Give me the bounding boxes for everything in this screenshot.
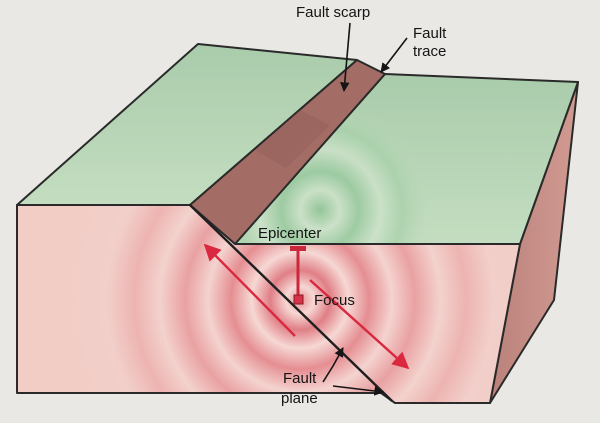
fault-scarp-label: Fault scarp <box>296 4 370 21</box>
fault-scarp-pointer <box>339 22 351 92</box>
epicenter-label: Epicenter <box>258 225 321 242</box>
slip-arrow-upper <box>203 243 296 337</box>
slip-arrow-lower <box>309 279 410 370</box>
epicenter-cap <box>290 246 306 251</box>
fault-scarp-shading <box>255 110 330 168</box>
fault-trace-pointer <box>380 37 408 73</box>
focus-point <box>293 294 304 305</box>
focus-label: Focus <box>314 292 355 309</box>
fault-trace-label-line1: Fault <box>413 25 447 42</box>
fault-trace-label-line2: trace <box>413 43 446 60</box>
fault-plane-line <box>189 204 393 402</box>
fault-plane-label-line1: Fault <box>283 370 317 387</box>
surface-wave-rings <box>235 74 578 244</box>
fault-plane-label-line2: plane <box>281 390 318 407</box>
fault-plane-pointer <box>322 347 344 383</box>
fault-plane-pointer-2 <box>332 385 384 396</box>
